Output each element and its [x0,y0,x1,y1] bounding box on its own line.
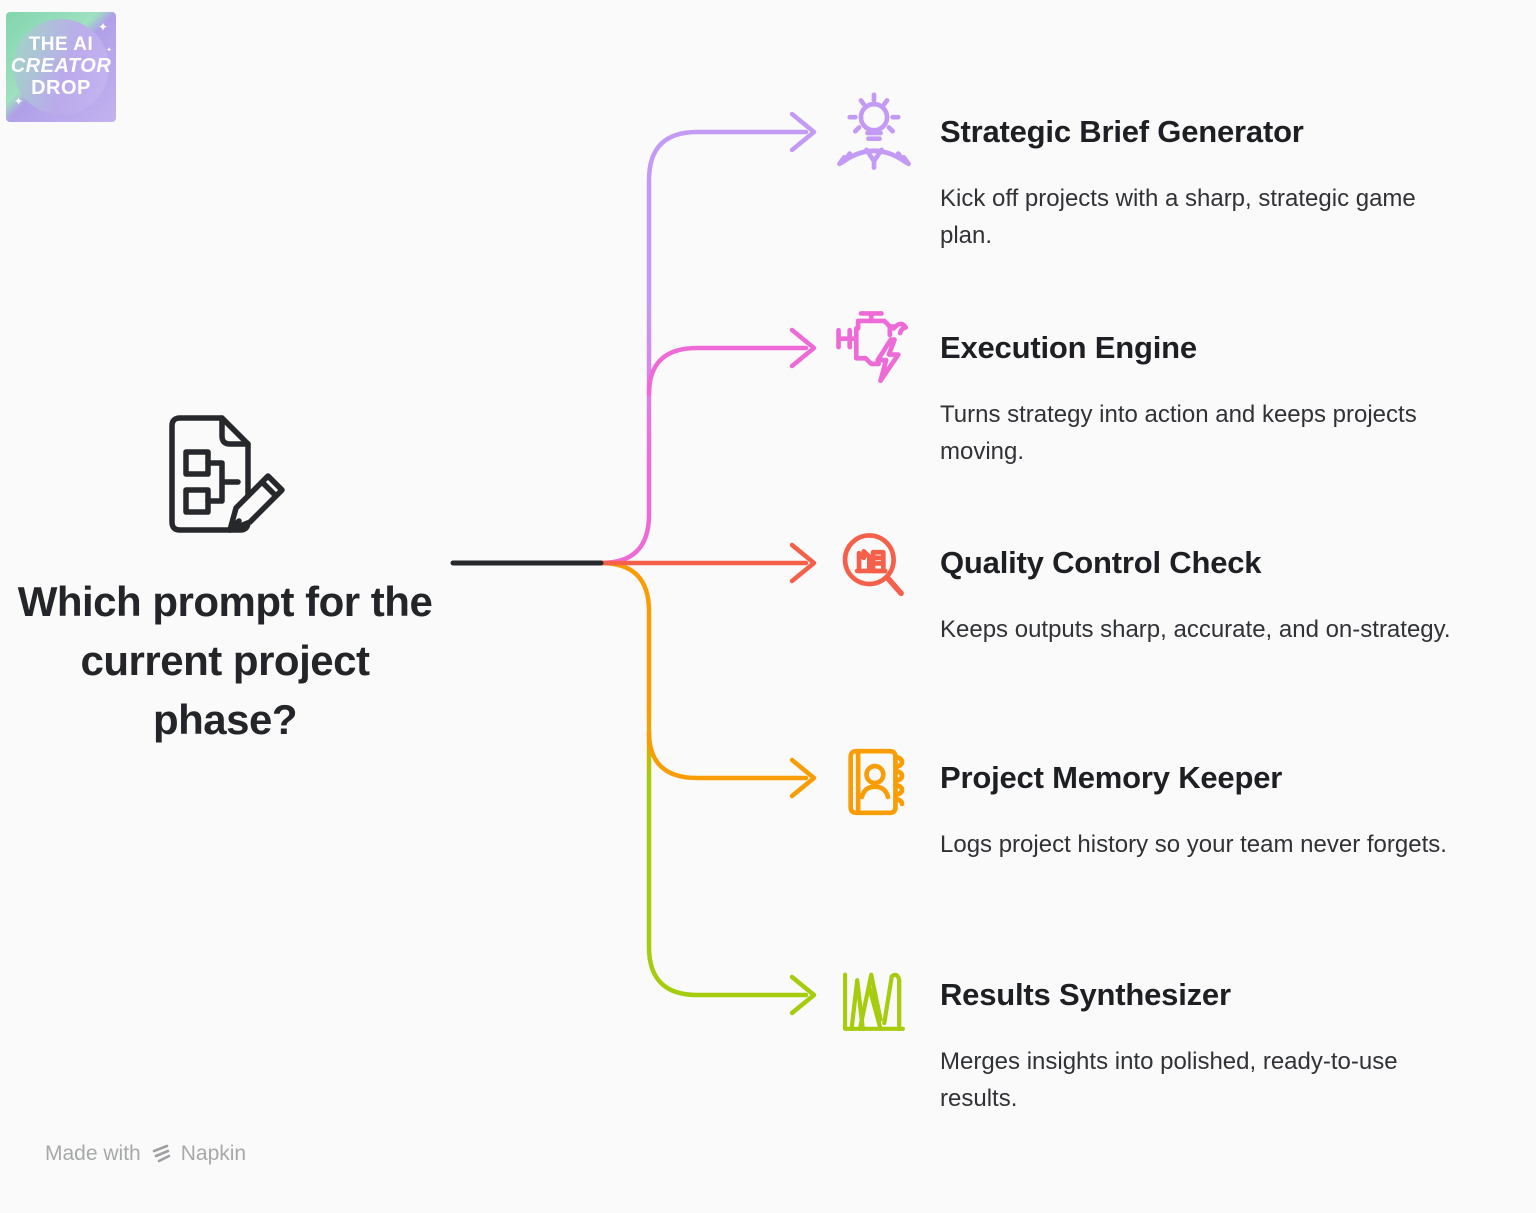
branch-label-execution-engine: Execution Engine [940,330,1197,365]
badge-text: THE AI CREATOR DROP [10,33,112,100]
document-flowchart-pencil-icon [169,415,285,533]
badge-line: THE AI [28,33,94,55]
creator-logo-badge: THE AI CREATOR DROP ✦ ✦ ✦ ✦ [6,12,116,122]
arrowhead-orange-icon [789,757,817,799]
peaks-chart-icon [842,972,906,1031]
arrowhead-pink-icon [789,327,817,369]
root-question-title: Which prompt for the current project pha… [17,578,433,743]
branch-label-quality-control-check: Quality Control Check [940,545,1262,580]
badge-line: DROP [31,77,91,100]
arrowhead-green-icon [789,974,817,1016]
connector-trunk-down [598,560,809,998]
arrowhead-purple-icon [789,111,817,153]
connector-trunk-up [598,129,809,566]
connector-pink-branch [646,345,809,397]
idea-lightbulb-hands-icon [837,92,911,170]
napkin-logo-icon [152,1144,171,1163]
sparkle-icon: ✦ [97,20,108,34]
branch-label-project-memory-keeper: Project Memory Keeper [940,760,1283,795]
magnifier-document-icon [842,533,904,597]
badge-circle [13,19,109,115]
napkin-brand-label: Napkin [180,1142,247,1165]
made-with-label: Made with [45,1142,141,1165]
branch-description-strategic-brief-generator: Kick off projects with a sharp, strategi… [940,185,1416,249]
arrowhead-red-icon [789,542,817,584]
branch-description-project-memory-keeper: Logs project history so your team never … [940,831,1447,858]
address-book-icon [848,748,905,816]
connector-orange-branch [646,729,809,781]
engine-lightning-icon [836,311,909,383]
branch-label-results-synthesizer: Results Synthesizer [940,977,1231,1012]
sparkle-icon: ✦ [32,80,38,86]
badge-line: CREATOR [10,55,112,78]
sparkle-icon: ✦ [106,47,112,54]
branch-description-quality-control-check: Keeps outputs sharp, accurate, and on-st… [940,616,1451,643]
branch-label-strategic-brief-generator: Strategic Brief Generator [940,114,1304,149]
branch-description-results-synthesizer: Merges insights into polished, ready-to-… [940,1048,1398,1112]
sparkle-icon: ✦ [14,96,24,108]
branch-description-execution-engine: Turns strategy into action and keeps pro… [940,401,1417,465]
made-with-napkin-footer: Made with Napkin [45,1142,246,1166]
